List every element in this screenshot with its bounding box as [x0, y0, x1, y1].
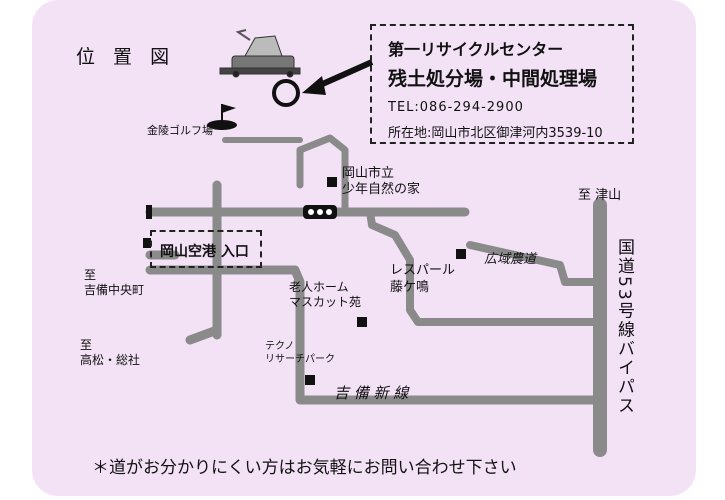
reversal-marker [456, 249, 466, 259]
facility-name-line2: 残土処分場・中間処理場 [388, 68, 598, 90]
contact-note: ＊道がお分かりにくい方はお気軽にお問い合わせ下さい [92, 458, 517, 478]
farm-road [466, 241, 602, 286]
airport-spur [185, 325, 222, 345]
national-road-label: 国道53号線バイパス [614, 238, 634, 416]
nursing-home-marker [357, 317, 367, 327]
facility-arrow [316, 59, 374, 89]
reversal-label: レスパール 藤ケ鳴 [390, 263, 456, 295]
facility-arrowhead [302, 76, 326, 95]
airport-entrance-box: 岡山空港 入口 [150, 230, 262, 268]
facility-name-line1: 第一リサイクルセンター [388, 40, 564, 59]
kibi-center-label: 至 吉備中央町 [84, 268, 145, 297]
kibi-road [145, 265, 605, 405]
page-title: 位 置 図 [76, 46, 176, 68]
machinery-illustration [219, 29, 301, 78]
road-end-cap [146, 205, 152, 219]
takamatsu-label: 至 高松・総社 [80, 338, 141, 367]
airport-label: 岡山空港 入口 [160, 244, 249, 260]
boys-nature-marker [327, 177, 337, 187]
kibi-line-label: 吉 備 新 線 [334, 384, 409, 402]
airport-marker [143, 238, 151, 248]
tsuyama-label: 至 津山 [578, 188, 622, 203]
techno-marker [305, 375, 315, 385]
boys-nature-label: 岡山市立 少年自然の家 [342, 166, 421, 197]
facility-tel: TEL:086-294-2900 [388, 100, 524, 115]
koiki-road-label: 広域農道 [484, 252, 537, 267]
techno-label: テクノ リサーチパーク [265, 341, 335, 365]
east-road [366, 208, 602, 326]
facility-road [296, 134, 349, 216]
facility-info-box: 第一リサイクルセンター 残土処分場・中間処理場 TEL:086-294-2900… [370, 24, 634, 144]
nursing-home-label: 老人ホーム マスカット苑 [289, 280, 362, 309]
facility-marker [272, 79, 300, 107]
golf-label: 金陵ゴルフ場 [147, 124, 213, 137]
facility-address: 所在地:岡山市北区御津河内3539-10 [388, 126, 603, 141]
golf-flag-icon [207, 104, 237, 130]
map-card [32, 0, 696, 496]
